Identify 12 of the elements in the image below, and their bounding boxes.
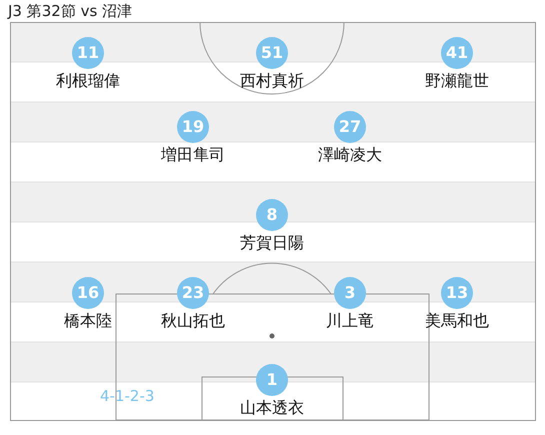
player-name: 美馬和也 [425,311,489,331]
player-name: 山本透衣 [240,398,304,418]
player-name: 橋本陸 [64,311,112,331]
title: J3 第32節 vs 沼津 [8,2,132,21]
player-name: 西村真祈 [240,71,304,91]
player-name: 野瀬龍世 [425,71,489,91]
player-name: 芳賀日陽 [240,233,304,253]
player-name: 川上竜 [326,311,374,331]
player-name: 秋山拓也 [161,311,225,331]
player-name: 澤崎凌大 [318,145,382,165]
player-name: 増田隼司 [161,145,225,165]
player-name: 利根瑠偉 [56,71,120,91]
